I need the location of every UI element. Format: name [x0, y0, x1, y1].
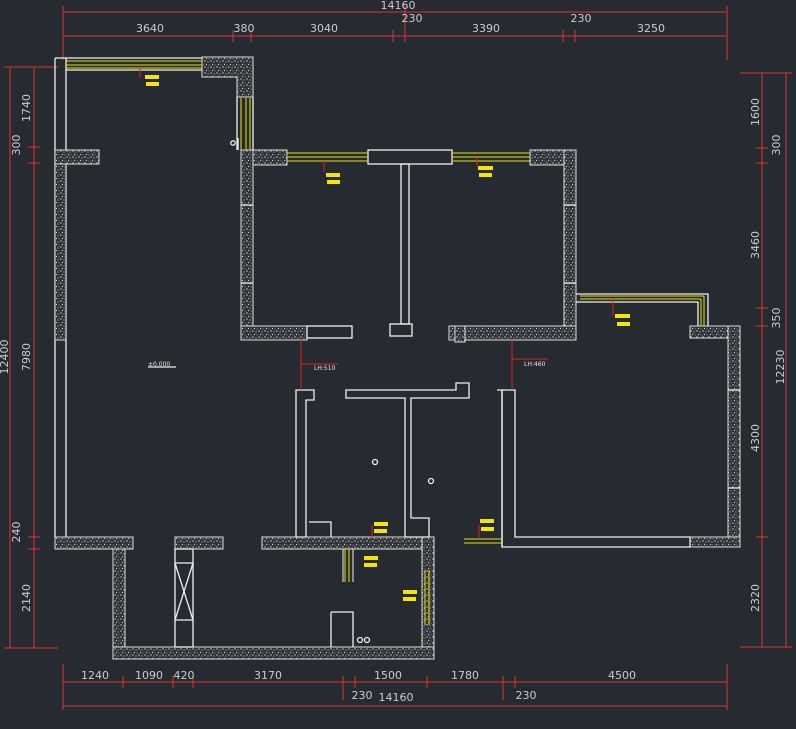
windows — [66, 60, 705, 625]
right-dim-2: 300 — [770, 135, 783, 156]
bottom-dim-6: 1780 — [451, 669, 479, 682]
right-dim-3: 3460 — [749, 231, 762, 259]
bottom-dim-3: 420 — [174, 669, 195, 682]
door-markers: LH:510 LH:460 — [300, 340, 548, 388]
bottom-dim-5: 1500 — [374, 669, 402, 682]
equipment-tags — [139, 68, 630, 601]
bottom-dim-7: 4500 — [608, 669, 636, 682]
right-dim-5: 4300 — [749, 424, 762, 452]
right-dim-4: 350 — [770, 308, 783, 329]
top-dimension-chain: 14160 3640 380 3040 230 3390 230 3250 — [62, 0, 728, 60]
bottom-dim-230-left: 230 — [352, 689, 373, 702]
bottom-dim-230-right: 230 — [516, 689, 537, 702]
elevation-marker: ±0.000 — [148, 361, 176, 368]
door-height-label-right: LH:460 — [524, 361, 546, 368]
left-dim-4: 240 — [10, 522, 23, 543]
left-dim-5: 2140 — [20, 584, 33, 612]
right-dim-6: 2320 — [749, 584, 762, 612]
bottom-dim-1: 1240 — [81, 669, 109, 682]
right-outer-dimension: 12230 — [774, 350, 787, 385]
right-dimension-chain: 1600 300 3460 350 12230 4300 2320 — [740, 72, 792, 648]
left-dim-1: 1740 — [20, 94, 33, 122]
top-dim-6: 230 — [571, 12, 592, 25]
left-outer-dimension: 12400 — [0, 340, 11, 375]
top-dim-2: 380 — [234, 22, 255, 35]
left-dimension-chain: 1740 300 12400 7980 240 2140 — [0, 66, 58, 649]
left-dim-3: 7980 — [20, 343, 33, 371]
elevation-label: ±0.000 — [148, 361, 170, 368]
bottom-dim-4: 3170 — [254, 669, 282, 682]
top-dim-7: 3250 — [637, 22, 665, 35]
right-dim-1: 1600 — [749, 98, 762, 126]
top-dim-5: 3390 — [472, 22, 500, 35]
left-dim-2: 300 — [10, 135, 23, 156]
bottom-dimension-chain: 1240 1090 420 3170 1500 1780 4500 230 14… — [62, 664, 728, 710]
top-total-dimension: 14160 — [381, 0, 416, 12]
top-dim-4: 230 — [402, 12, 423, 25]
door-height-label-left: LH:510 — [314, 365, 336, 372]
top-dim-3: 3040 — [310, 22, 338, 35]
exterior-walls — [54, 56, 741, 660]
bottom-total-dimension: 14160 — [379, 691, 414, 704]
bottom-dim-2: 1090 — [135, 669, 163, 682]
top-dim-1: 3640 — [136, 22, 164, 35]
